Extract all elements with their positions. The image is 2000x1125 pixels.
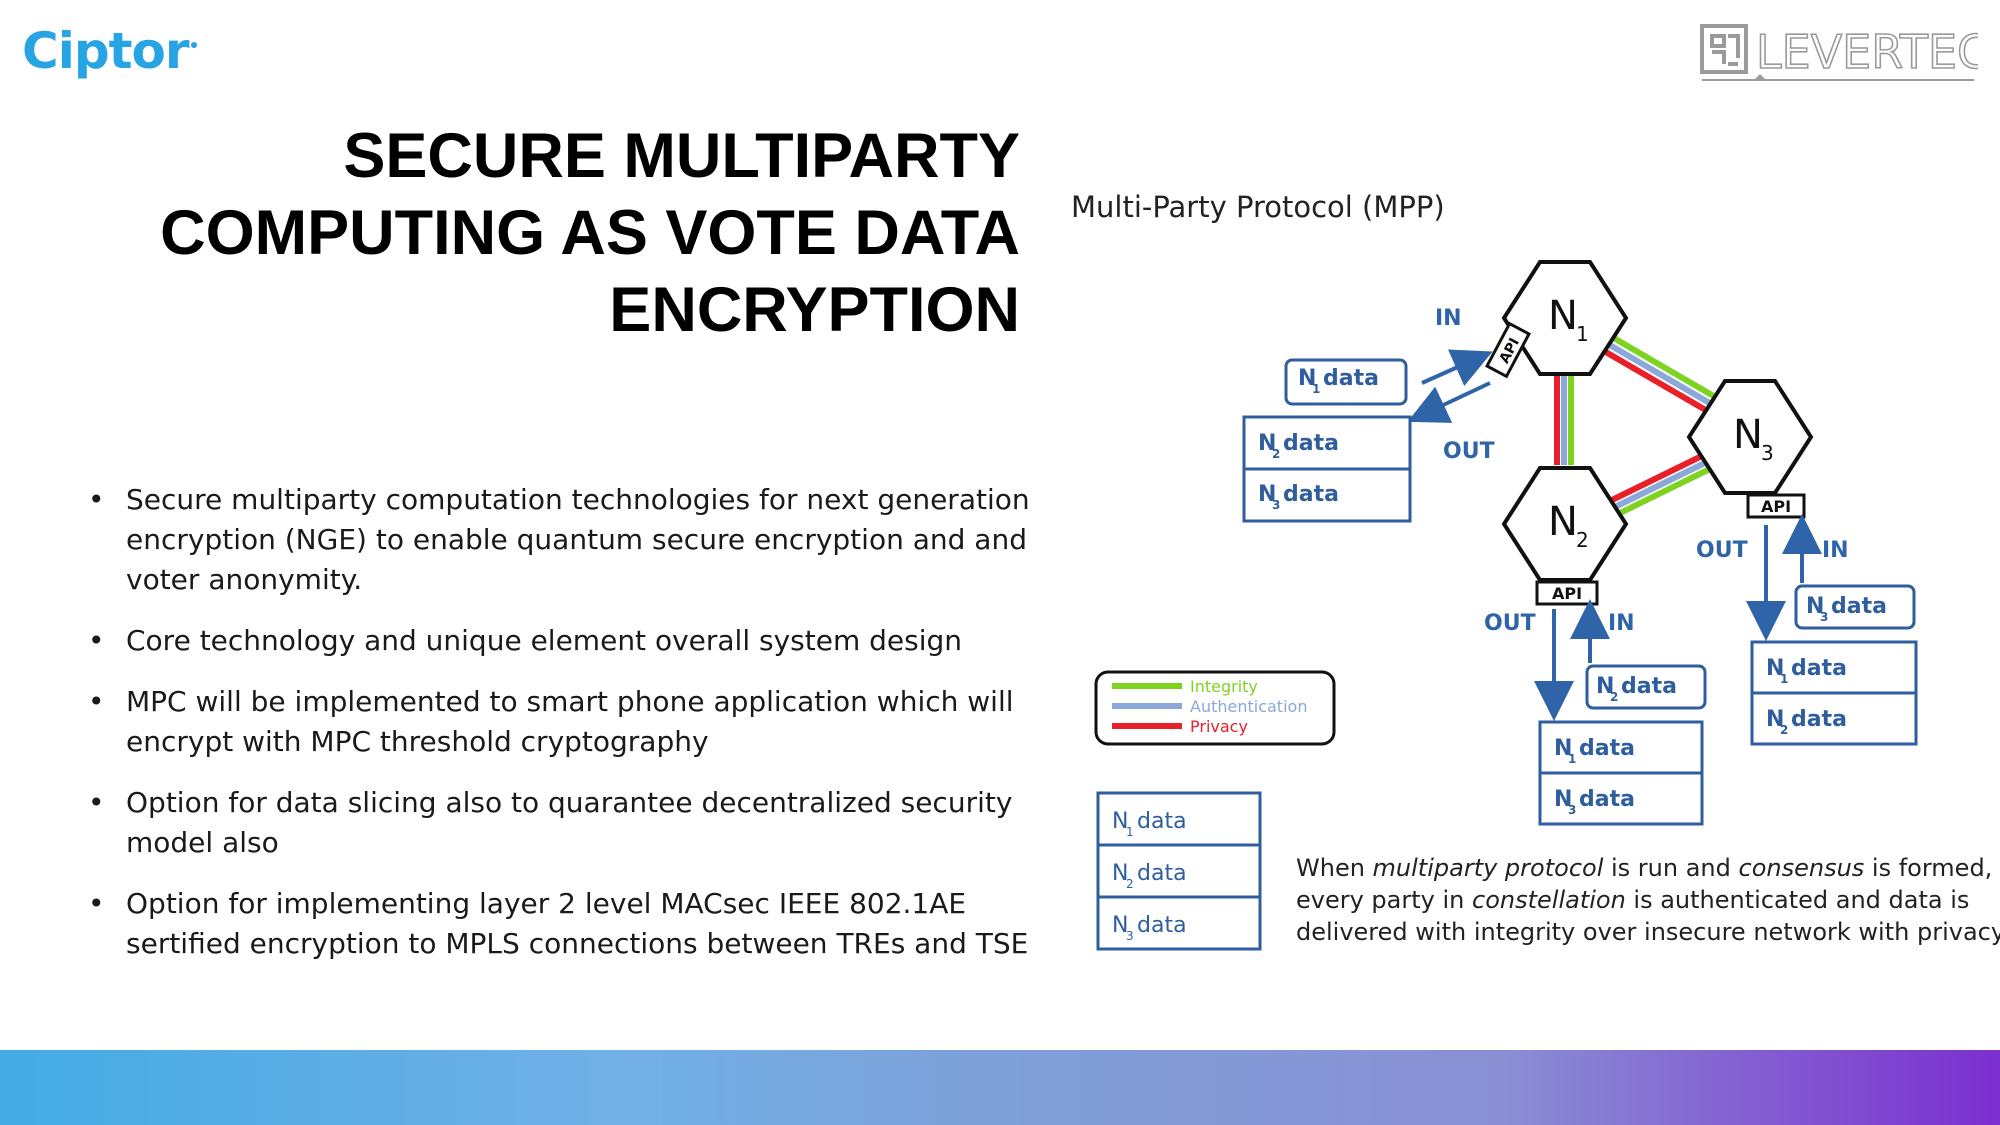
svg-text:3: 3 bbox=[1820, 610, 1828, 624]
svg-text:N: N bbox=[1112, 913, 1128, 938]
svg-text:data: data bbox=[1579, 787, 1635, 812]
svg-text:N: N bbox=[1112, 809, 1128, 834]
link-n2-n3 bbox=[1610, 447, 1722, 517]
footer-gradient-bar bbox=[0, 1050, 2000, 1125]
svg-text:data: data bbox=[1137, 809, 1187, 834]
svg-text:N: N bbox=[1548, 499, 1578, 545]
svg-text:N: N bbox=[1112, 861, 1128, 886]
svg-text:data: data bbox=[1323, 366, 1379, 391]
svg-text:OUT: OUT bbox=[1443, 439, 1495, 464]
node-n2: N 2 API bbox=[1501, 466, 1629, 606]
slide-title: SECURE MULTIPARTY COMPUTING AS VOTE DATA… bbox=[160, 121, 1020, 345]
svg-text:API: API bbox=[1761, 497, 1791, 516]
svg-text:every party in constellation i: every party in constellation is authenti… bbox=[1296, 886, 1969, 914]
svg-text:LEVERTECH: LEVERTECH bbox=[1756, 25, 1978, 79]
svg-text:2: 2 bbox=[1272, 447, 1280, 461]
svg-text:3: 3 bbox=[1272, 498, 1280, 512]
svg-text:N: N bbox=[1298, 366, 1316, 391]
n2-input-box: N 2 data bbox=[1585, 664, 1707, 710]
svg-text:Privacy: Privacy bbox=[1190, 717, 1248, 736]
bullet-item: Option for data slicing also to quarante… bbox=[86, 783, 1046, 863]
svg-text:1: 1 bbox=[1576, 322, 1589, 346]
svg-text:N: N bbox=[1554, 736, 1572, 761]
svg-text:N: N bbox=[1554, 787, 1572, 812]
link-n1-n3 bbox=[1602, 334, 1719, 415]
bullet-list: Secure multiparty computation technologi… bbox=[86, 480, 1046, 985]
svg-text:1: 1 bbox=[1780, 672, 1788, 686]
svg-text:data: data bbox=[1137, 913, 1187, 938]
svg-text:IN: IN bbox=[1822, 538, 1849, 563]
svg-text:Authentication: Authentication bbox=[1190, 697, 1307, 716]
ciptor-logo: Ciptor bbox=[22, 22, 197, 80]
diagram-legend: Integrity Authentication Privacy bbox=[1094, 670, 1336, 746]
svg-text:data: data bbox=[1621, 674, 1677, 699]
svg-text:N: N bbox=[1258, 482, 1276, 507]
svg-text:data: data bbox=[1831, 594, 1887, 619]
data-stack: N 1 data N 2 data N 3 data bbox=[1096, 791, 1262, 951]
mpp-diagram: Multi-Party Protocol (MPP) N 1 API N 2 A… bbox=[1071, 190, 2000, 951]
bullet-item: Secure multiparty computation technologi… bbox=[86, 480, 1046, 600]
svg-text:data: data bbox=[1283, 431, 1339, 456]
svg-text:N: N bbox=[1548, 293, 1578, 339]
node-n3: N 3 API bbox=[1686, 379, 1814, 519]
svg-text:1: 1 bbox=[1126, 825, 1134, 839]
svg-text:2: 2 bbox=[1126, 877, 1134, 891]
svg-text:2: 2 bbox=[1576, 528, 1589, 552]
svg-text:1: 1 bbox=[1312, 382, 1320, 396]
svg-text:3: 3 bbox=[1761, 441, 1774, 465]
bullet-item: MPC will be implemented to smart phone a… bbox=[86, 682, 1046, 762]
svg-text:1: 1 bbox=[1568, 752, 1576, 766]
svg-text:OUT: OUT bbox=[1696, 538, 1748, 563]
svg-text:IN: IN bbox=[1435, 306, 1462, 331]
svg-text:N: N bbox=[1258, 431, 1276, 456]
diagram-caption: When multiparty protocol is run and cons… bbox=[1296, 854, 2000, 946]
svg-text:3: 3 bbox=[1126, 929, 1134, 943]
n3-input-box: N 3 data bbox=[1794, 584, 1916, 630]
n1-input-box: N 1 data bbox=[1284, 358, 1408, 406]
svg-text:data: data bbox=[1137, 861, 1187, 886]
svg-text:data: data bbox=[1791, 656, 1847, 681]
svg-text:N: N bbox=[1733, 412, 1763, 458]
n2-output-box: N 1 data N 3 data bbox=[1538, 720, 1704, 826]
svg-text:data: data bbox=[1791, 707, 1847, 732]
svg-text:N: N bbox=[1596, 674, 1614, 699]
bullet-item: Core technology and unique element overa… bbox=[86, 621, 1046, 661]
svg-text:N: N bbox=[1806, 594, 1824, 619]
svg-text:IN: IN bbox=[1608, 611, 1635, 636]
diagram-heading: Multi-Party Protocol (MPP) bbox=[1071, 190, 1445, 224]
svg-text:data: data bbox=[1579, 736, 1635, 761]
svg-text:data: data bbox=[1283, 482, 1339, 507]
n1-output-box: N 2 data N 3 data bbox=[1242, 415, 1412, 523]
svg-text:N: N bbox=[1766, 656, 1784, 681]
svg-text:2: 2 bbox=[1780, 723, 1788, 737]
link-n1-n2 bbox=[1554, 373, 1574, 465]
n3-output-box: N 1 data N 2 data bbox=[1750, 640, 1918, 746]
svg-text:N: N bbox=[1766, 707, 1784, 732]
svg-text:delivered with integrity over: delivered with integrity over insecure n… bbox=[1296, 918, 2000, 946]
bullet-item: Option for implementing layer 2 level MA… bbox=[86, 884, 1046, 964]
node-n1: N 1 API bbox=[1484, 260, 1629, 379]
svg-text:2: 2 bbox=[1610, 690, 1618, 704]
levertech-logo: LEVERTECH bbox=[1700, 24, 1978, 81]
svg-text:3: 3 bbox=[1568, 803, 1576, 817]
svg-text:When multiparty protocol is ru: When multiparty protocol is run and cons… bbox=[1296, 854, 1992, 882]
svg-text:API: API bbox=[1552, 584, 1582, 603]
svg-text:OUT: OUT bbox=[1484, 611, 1536, 636]
svg-text:Integrity: Integrity bbox=[1190, 677, 1258, 696]
